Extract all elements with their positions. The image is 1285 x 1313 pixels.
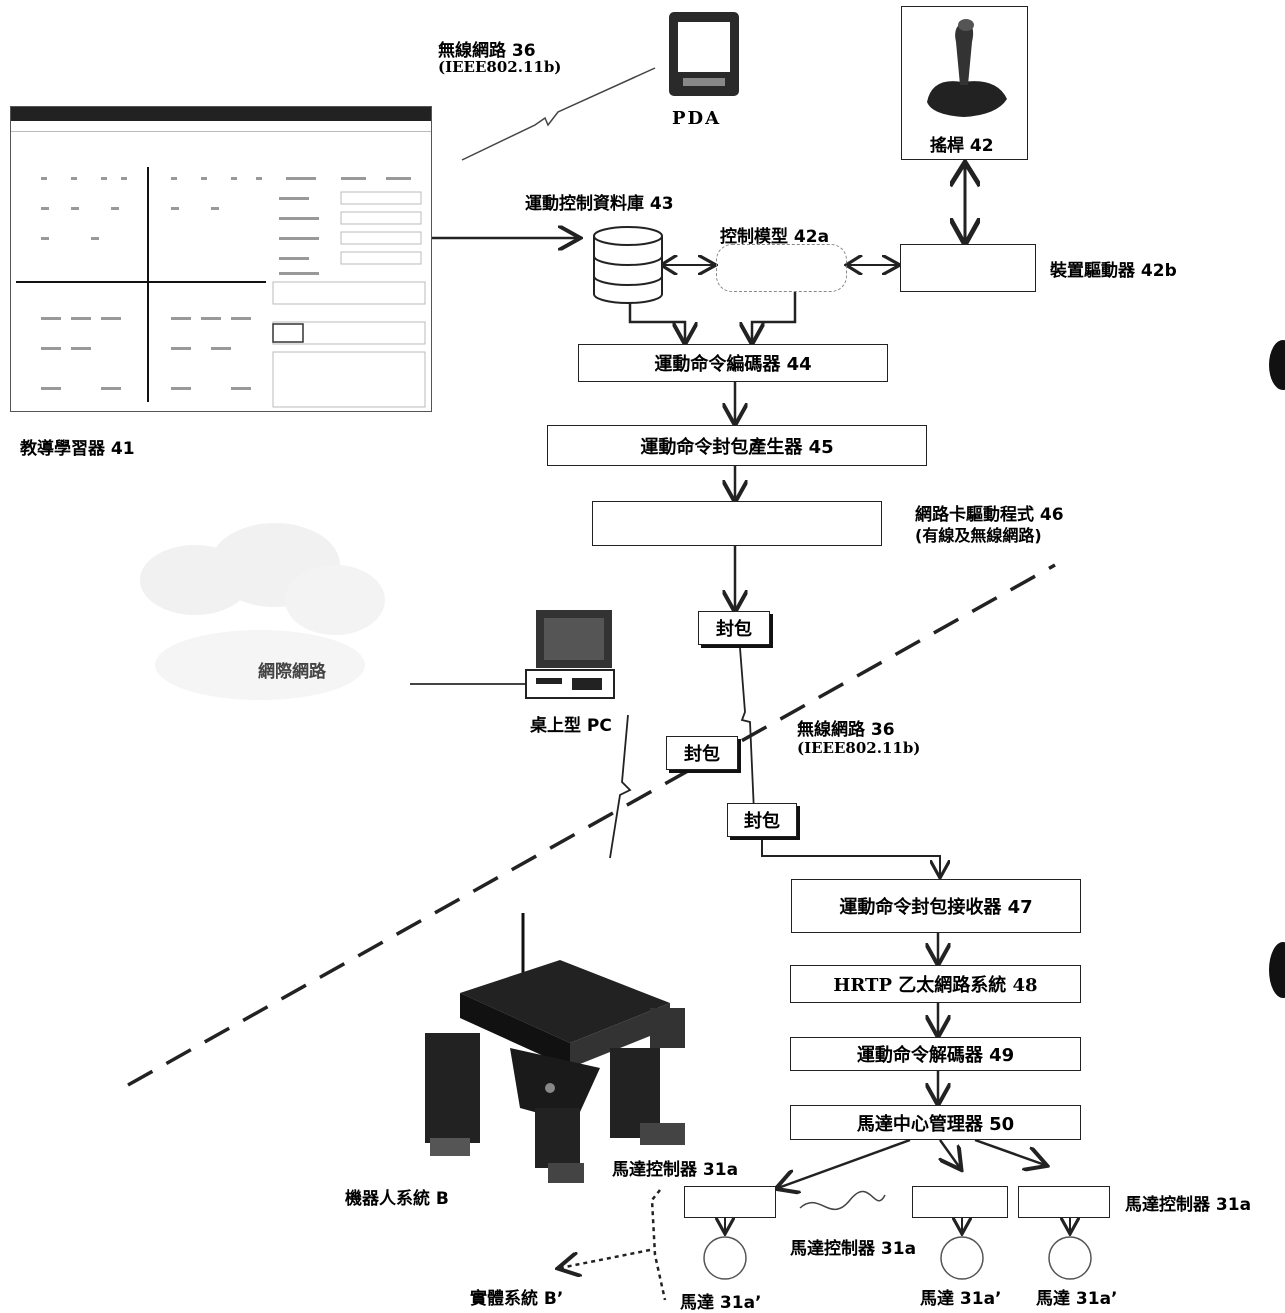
packet-generator-label: 運動命令封包產生器 45 — [640, 433, 833, 459]
nic-driver-sub-label: (有線及無線網路) — [915, 522, 1042, 546]
motor-manager-label: 馬達中心管理器 50 — [857, 1110, 1014, 1136]
device-driver-box — [900, 244, 1036, 292]
desktop-label: 桌上型 PC — [530, 711, 612, 736]
packet-box-3: 封包 — [727, 803, 797, 837]
motor-manager-box: 馬達中心管理器 50 — [790, 1105, 1081, 1140]
nic-driver-box — [592, 501, 882, 546]
window-menubar — [11, 121, 431, 132]
teacher-window — [10, 106, 432, 412]
motor-controller-box-3 — [1018, 1186, 1110, 1218]
packet-label: 封包 — [684, 740, 720, 766]
packet-label: 封包 — [744, 807, 780, 833]
internet-label: 網際網路 — [258, 657, 326, 682]
pda-icon — [665, 10, 745, 100]
motor-label-3: 馬達 31a’ — [1036, 1284, 1118, 1309]
decoder-label: 運動命令解碼器 49 — [857, 1041, 1014, 1067]
control-model-box — [716, 244, 847, 292]
wireless-mid-std-label: (IEEE802.11b) — [797, 739, 920, 757]
encoder-box: 運動命令編碼器 44 — [578, 344, 888, 382]
pda-label: PDA — [672, 108, 721, 129]
robot-icon — [410, 908, 700, 1193]
device-driver-label: 裝置驅動器 42b — [1050, 256, 1177, 281]
teacher-label: 教導學習器 41 — [20, 434, 135, 459]
motor-controller-label-3: 馬達控制器 31a — [1125, 1190, 1251, 1215]
wireless-top-std-label: (IEEE802.11b) — [438, 58, 561, 76]
receiver-label: 運動命令封包接收器 47 — [839, 893, 1032, 919]
physical-system-label: 實體系統 B’ — [470, 1284, 563, 1309]
wireless-mid-label: 無線網路 36 — [797, 715, 895, 740]
motor-circle — [1049, 1237, 1091, 1279]
scan-mark — [1265, 935, 1285, 1005]
motor-label-1: 馬達 31a’ — [680, 1288, 762, 1313]
motor-controller-label-1: 馬達控制器 31a — [612, 1155, 738, 1180]
motion-db-label: 運動控制資料庫 43 — [525, 189, 674, 214]
hrtp-box: HRTP 乙太網路系統 48 — [790, 965, 1081, 1003]
teacher-window-content — [11, 132, 431, 412]
window-titlebar — [11, 107, 431, 121]
motor-circle — [941, 1237, 983, 1279]
packet-box-2: 封包 — [666, 736, 738, 770]
packet-box-1: 封包 — [698, 611, 770, 645]
receiver-box: 運動命令封包接收器 47 — [791, 879, 1081, 933]
joystick-icon — [902, 7, 1026, 125]
scan-mark — [1265, 335, 1285, 395]
hrtp-label: HRTP 乙太網路系統 48 — [833, 971, 1037, 997]
desktop-pc-icon — [522, 606, 617, 701]
robot-system-label: 機器人系統 B — [345, 1184, 449, 1209]
motor-controller-label-2: 馬達控制器 31a — [790, 1234, 916, 1259]
motor-controller-box-2 — [912, 1186, 1008, 1218]
joystick-label: 搖桿 42 — [930, 131, 994, 156]
motor-circle — [704, 1237, 746, 1279]
control-model-label: 控制模型 42a — [720, 222, 829, 247]
decoder-box: 運動命令解碼器 49 — [790, 1037, 1081, 1071]
encoder-label: 運動命令編碼器 44 — [654, 350, 811, 376]
packet-generator-box: 運動命令封包產生器 45 — [547, 425, 927, 466]
packet-label: 封包 — [716, 615, 752, 641]
motor-label-2: 馬達 31a’ — [920, 1284, 1002, 1309]
database-icon — [590, 224, 666, 306]
